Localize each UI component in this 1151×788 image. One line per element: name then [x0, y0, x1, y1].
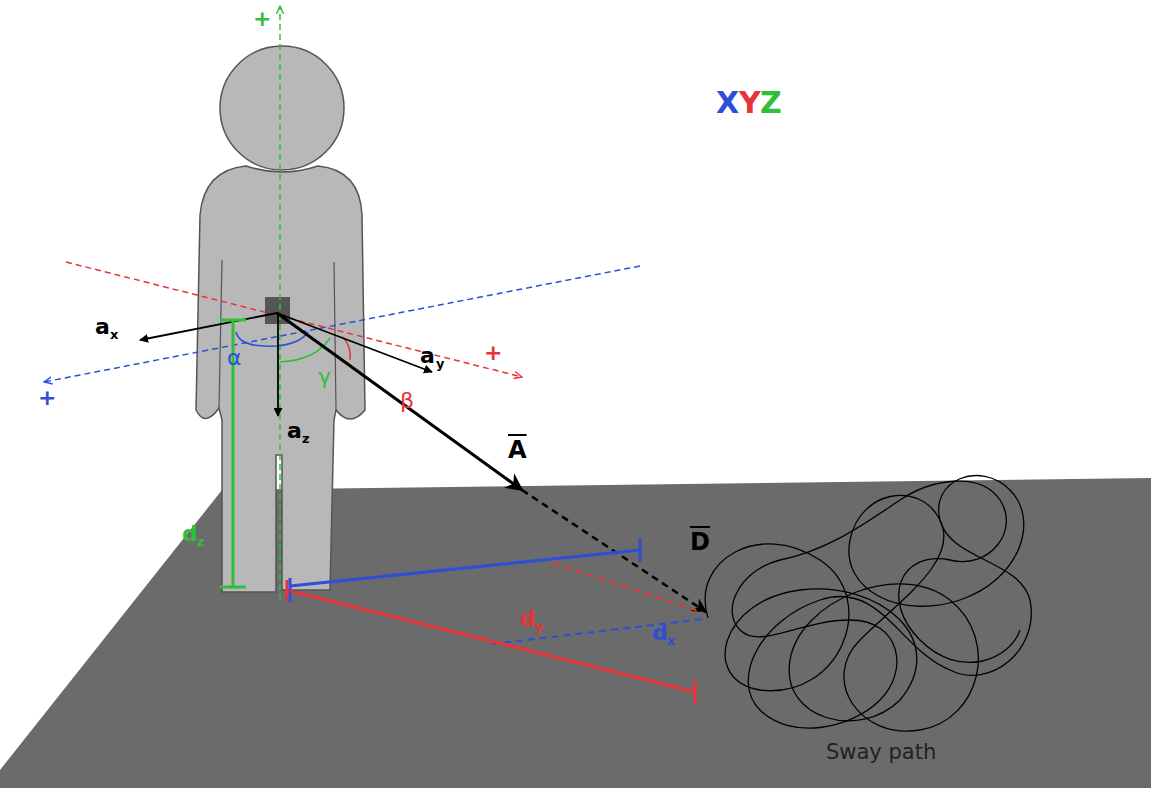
dz-dimension [220, 320, 246, 587]
axis-symbol: a [420, 345, 435, 367]
dimension-symbol: d [652, 622, 668, 644]
dx-dimension [290, 538, 704, 644]
axis-letter: X [716, 88, 739, 118]
ax-vector [140, 313, 277, 340]
sway-path [705, 476, 1031, 732]
dy-dimension [287, 563, 702, 704]
plus-sign: + [38, 387, 56, 409]
plus-sign: + [484, 342, 502, 364]
alpha-arc [236, 332, 308, 346]
gamma-arc [280, 338, 330, 362]
dimension-symbol: d [182, 523, 198, 545]
dimension-subscript: z [197, 535, 205, 548]
axis-subscript: x [110, 328, 118, 341]
vector-symbol: A [508, 438, 527, 462]
axis-symbol: a [287, 420, 302, 442]
dimension-subscript: y [535, 620, 543, 633]
angle-symbol: β [400, 390, 414, 412]
axis-letter: Z [760, 88, 782, 118]
a-vector [277, 313, 522, 490]
x-axis [44, 266, 640, 382]
d-vector [522, 490, 706, 612]
vector-symbol: D [690, 530, 710, 554]
plus-sign: + [253, 8, 271, 30]
y-axis [66, 262, 522, 377]
dimension-symbol: d [520, 608, 536, 630]
az-vector [277, 313, 279, 416]
ay-vector [277, 313, 432, 372]
axis-letter: Y [739, 88, 761, 118]
z-axis [279, 6, 281, 600]
angle-symbol: α [227, 347, 242, 369]
floor [0, 478, 1151, 788]
angle-symbol: γ [318, 366, 331, 388]
axis-subscript: y [436, 357, 444, 370]
caption-label: Sway path [826, 742, 936, 763]
axis-subscript: z [302, 432, 310, 445]
dimension-subscript: x [667, 634, 675, 647]
axis-symbol: a [95, 316, 110, 338]
